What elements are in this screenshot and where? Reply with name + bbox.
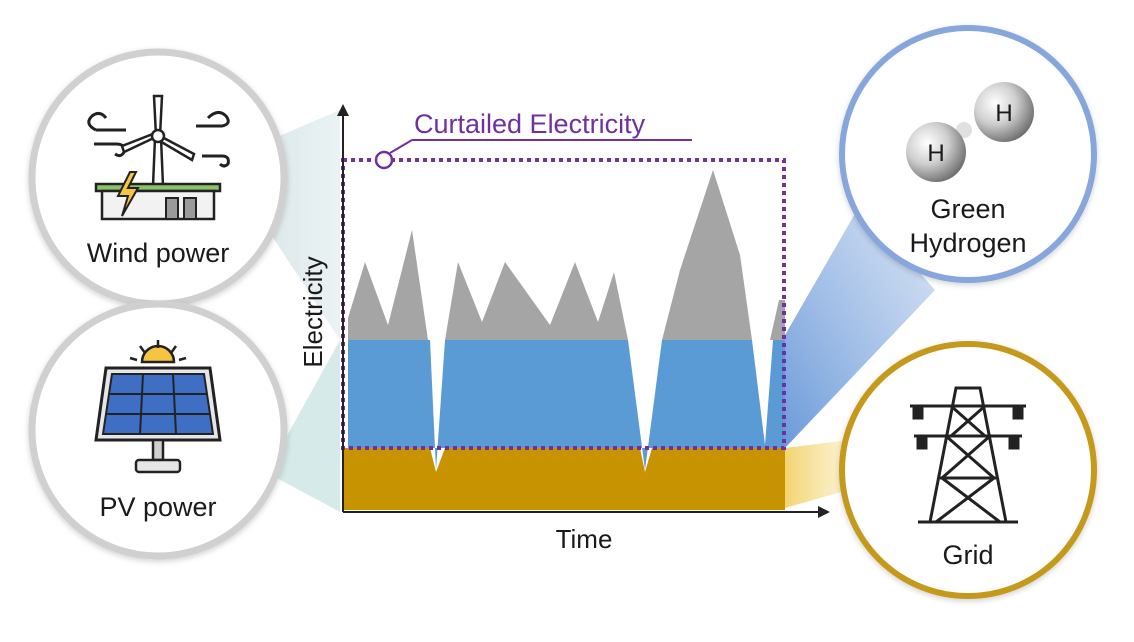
pv-power-label: PV power xyxy=(99,492,216,522)
y-axis-label: Electricity xyxy=(298,256,328,367)
solar-panel-icon xyxy=(94,340,222,474)
hydrogen-molecule-icon: H H xyxy=(906,82,1034,182)
hydrogen-band xyxy=(348,340,785,470)
annotation-marker xyxy=(374,150,394,170)
hydrogen-atom-label: H xyxy=(927,140,944,167)
wind-power-node: Wind power xyxy=(28,48,288,308)
wind-power-label: Wind power xyxy=(87,238,230,268)
x-axis-label: Time xyxy=(556,524,613,554)
grid-node: Grid xyxy=(839,341,1097,599)
y-axis-arrow xyxy=(337,104,349,116)
wind-turbine-icon xyxy=(87,94,230,221)
grid-label: Grid xyxy=(942,540,993,570)
hydrogen-label-line1: Green xyxy=(930,194,1005,224)
hydrogen-atom-label: H xyxy=(995,100,1012,127)
pv-funnel xyxy=(262,340,340,512)
hydrogen-label-line2: Hydrogen xyxy=(909,228,1026,258)
transmission-tower-icon xyxy=(910,386,1026,524)
x-axis-arrow xyxy=(818,506,830,518)
annotation-leader xyxy=(389,139,413,154)
pv-power-node: PV power xyxy=(28,300,288,560)
grid-funnel xyxy=(785,440,850,508)
grid-band xyxy=(343,448,785,510)
curtailed-peaks xyxy=(348,170,785,340)
annotation-text: Curtailed Electricity xyxy=(414,109,646,139)
hydrogen-node: H H Green Hydrogen xyxy=(839,25,1097,283)
hydrogen-funnel xyxy=(785,205,935,448)
electricity-chart: Curtailed Electricity Electricity Time xyxy=(298,104,830,554)
